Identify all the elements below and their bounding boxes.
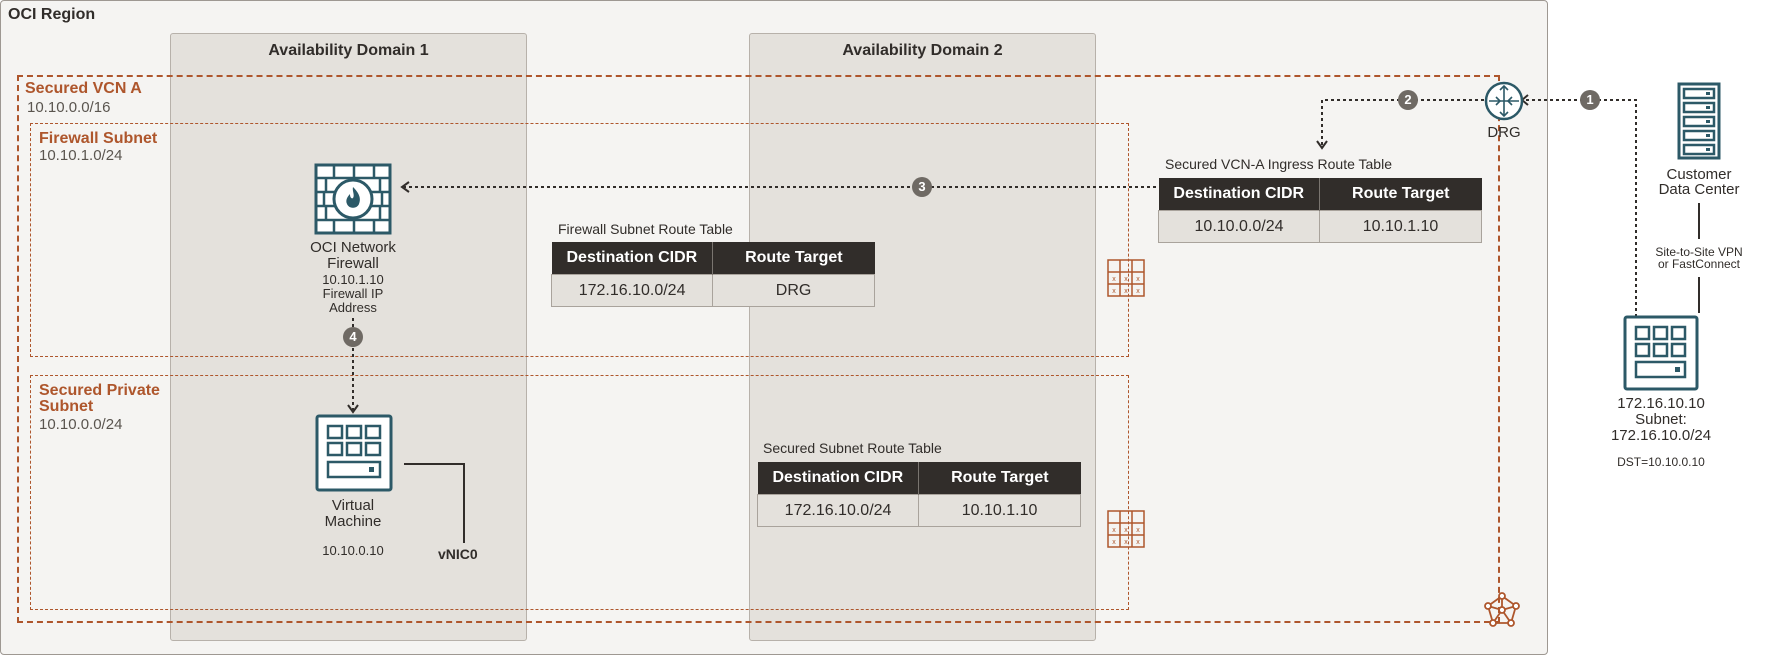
availability-domain-1: Availability Domain 1: [170, 33, 527, 641]
ingress-table-target: 10.10.1.10: [1319, 210, 1482, 243]
region-label: OCI Region: [8, 6, 96, 23]
vcn-icon: [1482, 592, 1522, 628]
firewall-name-1: OCI Network: [310, 239, 396, 256]
private-subnet-cidr: 10.10.0.0/24: [39, 416, 123, 433]
svg-text:x: x: [1124, 527, 1128, 534]
table-row: 10.10.0.0/24 10.10.1.10: [1157, 210, 1482, 243]
firewall-table-dest: 172.16.10.0/24: [550, 274, 714, 307]
private-subnet: [30, 375, 1129, 610]
drg-label: DRG: [1487, 124, 1521, 141]
ad2-label: Availability Domain 2: [842, 42, 1003, 59]
customer-host-icon: [1623, 315, 1699, 391]
firewall-icon: [314, 163, 392, 235]
firewall-subnet: [30, 123, 1129, 357]
ingress-table-dest: 10.10.0.0/24: [1157, 210, 1321, 243]
svg-text:x: x: [1136, 539, 1140, 546]
firewall-ip-label-1: Firewall IP: [322, 286, 384, 301]
ingress-route-table: Destination CIDR Route Target 10.10.0.0/…: [1157, 178, 1482, 243]
firewall-subnet-cidr: 10.10.1.0/24: [39, 147, 123, 164]
step-badge-2: 2: [1398, 90, 1418, 110]
customer-dc-name-1: Customer: [1666, 166, 1732, 183]
step-badge-1: 1: [1580, 90, 1600, 110]
svg-text:x: x: [1112, 276, 1116, 283]
firewall-table-target: DRG: [712, 274, 875, 307]
firewall-table-caption: Firewall Subnet Route Table: [558, 221, 733, 237]
secured-table-dest: 172.16.10.0/24: [756, 494, 920, 527]
step-badge-3: 3: [912, 177, 932, 197]
vcn-cidr: 10.10.0.0/16: [27, 99, 111, 116]
svg-text:x: x: [1124, 288, 1128, 295]
svg-text:x: x: [1112, 288, 1116, 295]
availability-domain-2: Availability Domain 2: [749, 33, 1096, 641]
vnic-label: vNIC0: [438, 546, 478, 562]
path-step-2: [1321, 99, 1484, 146]
vnic-line: [404, 463, 465, 543]
customer-subnet-label: Subnet:: [1635, 411, 1687, 428]
table-row: 172.16.10.0/24 10.10.1.10: [756, 494, 1081, 527]
vm-name-1: Virtual: [331, 497, 375, 514]
svg-text:x: x: [1136, 276, 1140, 283]
private-subnet-name-2: Subnet: [39, 398, 94, 415]
secured-route-table: Destination CIDR Route Target 172.16.10.…: [756, 462, 1081, 527]
server-rack-icon: [1677, 82, 1721, 160]
svg-text:x: x: [1124, 539, 1128, 546]
step-badge-4: 4: [343, 327, 363, 347]
customer-host-ip: 172.16.10.10: [1617, 395, 1705, 412]
vcn-boundary: [17, 75, 1500, 623]
virtual-machine-icon: [315, 414, 393, 492]
ingress-table-col2: Route Target: [1319, 178, 1482, 211]
firewall-table-col1: Destination CIDR: [551, 242, 714, 275]
firewall-route-table: Destination CIDR Route Target 172.16.10.…: [550, 242, 875, 307]
connection-label-2: or FastConnect: [1657, 257, 1741, 271]
svg-text:x: x: [1124, 276, 1128, 283]
customer-dst: DST=10.10.0.10: [1617, 455, 1705, 469]
firewall-ip-label-2: Address: [329, 300, 377, 315]
svg-text:x: x: [1112, 539, 1116, 546]
firewall-name-2: Firewall: [327, 255, 379, 272]
private-subnet-name-1: Secured Private: [39, 382, 160, 399]
vm-name-2: Machine: [324, 513, 382, 530]
svg-text:x: x: [1136, 527, 1140, 534]
vcn-name: Secured VCN A: [25, 80, 142, 97]
ingress-table-caption: Secured VCN-A Ingress Route Table: [1165, 156, 1392, 172]
firewall-ip: 10.10.1.10: [322, 272, 384, 287]
firewall-subnet-name: Firewall Subnet: [39, 130, 158, 147]
customer-dc-name-2: Data Center: [1658, 181, 1740, 198]
secured-table-caption: Secured Subnet Route Table: [763, 440, 942, 456]
table-row: 172.16.10.0/24 DRG: [550, 274, 875, 307]
vm-ip: 10.10.0.10: [322, 543, 384, 558]
svg-text:x: x: [1136, 288, 1140, 295]
drg-icon: [1484, 81, 1524, 121]
ingress-table-col1: Destination CIDR: [1158, 178, 1321, 211]
firewall-table-col2: Route Target: [712, 242, 875, 275]
connection-label-1: Site-to-Site VPN: [1655, 245, 1743, 259]
secured-table-col2: Route Target: [918, 462, 1081, 495]
ad1-label: Availability Domain 1: [268, 42, 429, 59]
customer-subnet-cidr: 172.16.10.0/24: [1610, 427, 1712, 444]
secured-table-col1: Destination CIDR: [757, 462, 920, 495]
secured-table-target: 10.10.1.10: [918, 494, 1081, 527]
svg-text:x: x: [1112, 527, 1116, 534]
